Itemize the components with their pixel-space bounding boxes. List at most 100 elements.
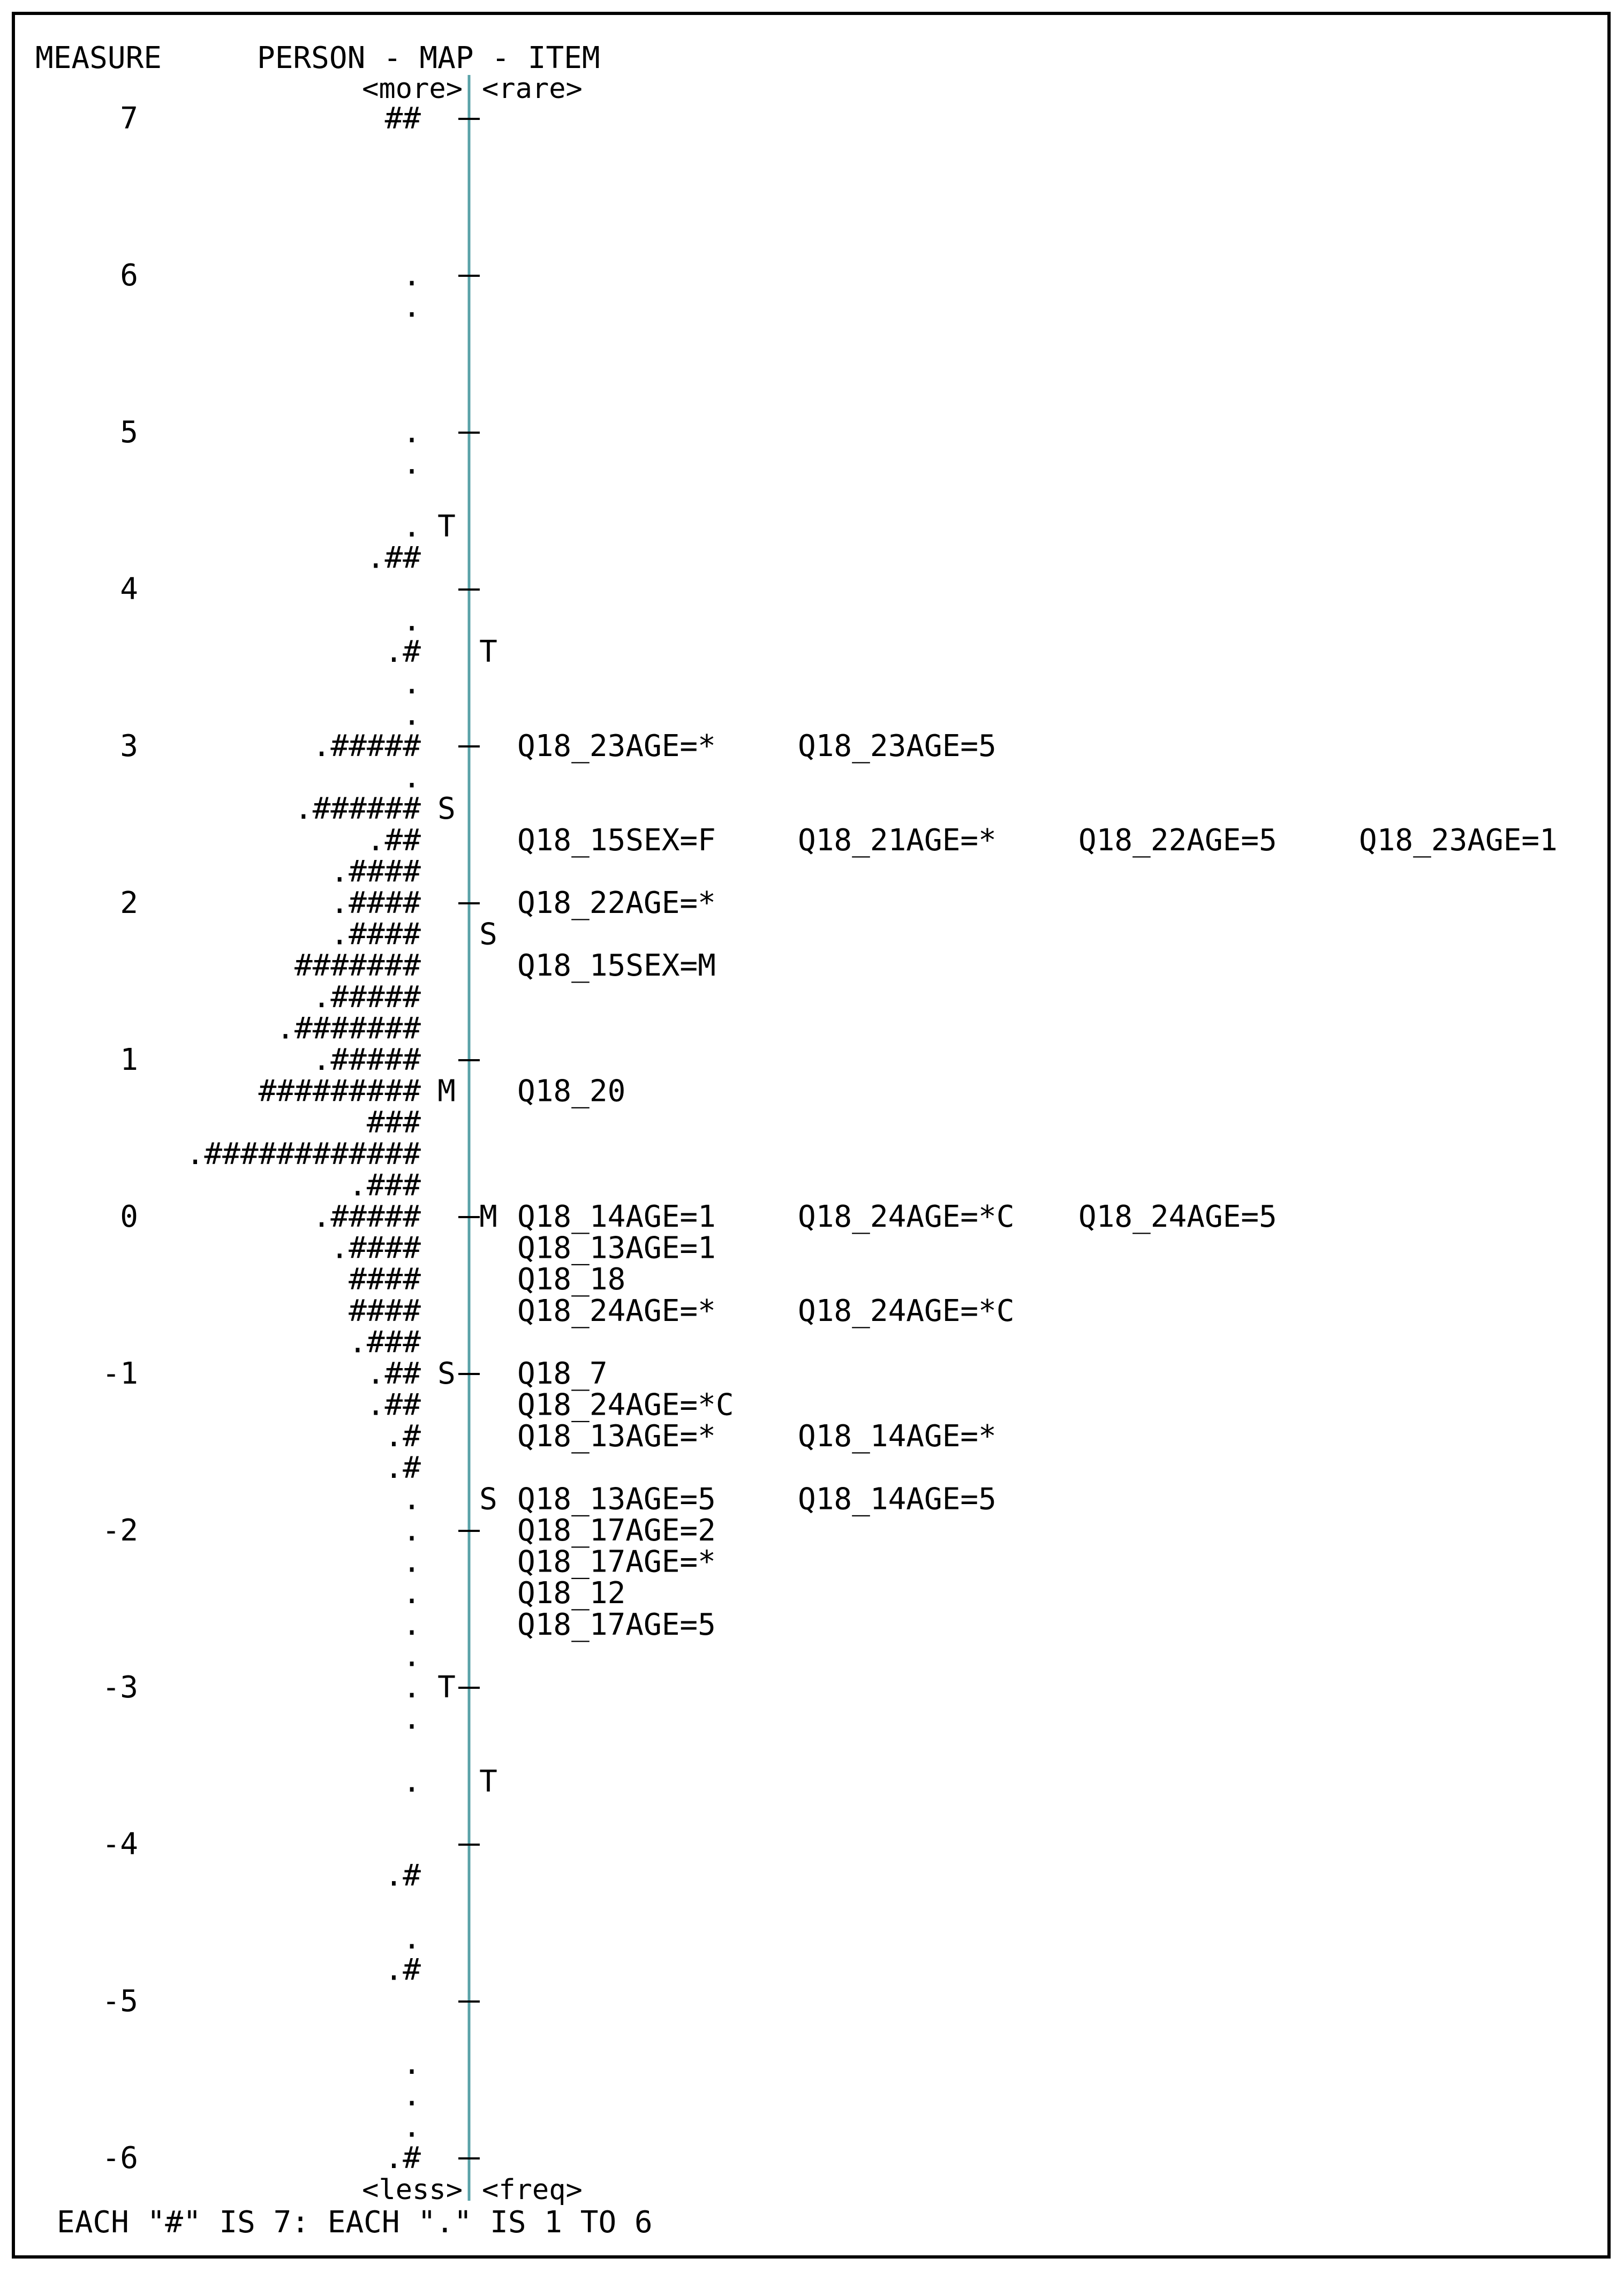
person-row: .##	[367, 540, 421, 575]
axis-tick-label: 3	[120, 729, 138, 764]
person-row: .	[403, 509, 421, 544]
axis-tick-label: -6	[102, 2141, 138, 2176]
item-label: Q18_24AGE=*	[517, 1294, 716, 1328]
person-row: .##	[367, 823, 421, 858]
chart-frame	[12, 12, 1611, 2259]
item-label: Q18_13AGE=*	[517, 1419, 716, 1454]
item-label: Q18_17AGE=2	[517, 1513, 716, 1548]
axis-tick-label: -5	[102, 1984, 138, 2019]
person-row: #########	[259, 1074, 421, 1109]
less-label: <less>	[362, 2174, 463, 2206]
item-label: Q18_7	[517, 1356, 608, 1391]
item-label: Q18_24AGE=*C	[517, 1388, 734, 1423]
item-label: Q18_22AGE=*	[517, 886, 716, 920]
person-row: .#####	[313, 980, 421, 1015]
axis-tick-label: -4	[102, 1827, 138, 1862]
person-row: .############	[186, 1137, 421, 1172]
item-label: Q18_22AGE=5	[1078, 823, 1277, 858]
item-label: Q18_13AGE=1	[517, 1231, 716, 1266]
person-row: .	[403, 1702, 421, 1736]
axis-tick-label: 5	[120, 415, 138, 450]
person-row: .####	[330, 917, 421, 952]
map-title: PERSON - MAP - ITEM	[257, 41, 600, 75]
item-marker: S	[479, 1482, 497, 1516]
person-row: .#	[385, 1859, 421, 1893]
rare-label: <rare>	[482, 73, 583, 105]
person-row: .	[403, 1670, 421, 1705]
person-row: .	[403, 1513, 421, 1548]
item-label: Q18_17AGE=*	[517, 1545, 716, 1580]
person-row: .	[403, 258, 421, 293]
person-row: .	[403, 1764, 421, 1799]
more-label: <more>	[362, 73, 463, 105]
item-label: Q18_14AGE=*	[798, 1419, 996, 1454]
person-row: .#####	[313, 1199, 421, 1234]
item-marker: T	[479, 635, 497, 669]
item-label: Q18_24AGE=5	[1078, 1199, 1277, 1234]
person-row: .	[403, 1482, 421, 1516]
item-label: Q18_15SEX=F	[517, 823, 716, 858]
item-label: Q18_23AGE=*	[517, 729, 716, 764]
person-row: .###	[349, 1325, 421, 1360]
person-marker: T	[437, 1670, 456, 1705]
axis-tick-label: 0	[120, 1199, 138, 1234]
item-label: Q18_17AGE=5	[517, 1607, 716, 1642]
person-row: ###	[367, 1105, 421, 1140]
person-row: .	[403, 1921, 421, 1956]
person-row: ####	[349, 1262, 421, 1297]
person-row: .#	[385, 1451, 421, 1485]
person-row: .####	[330, 1231, 421, 1266]
measure-header: MEASURE	[35, 41, 162, 75]
person-row: ####	[349, 1294, 421, 1328]
person-row: .#	[385, 2141, 421, 2176]
person-row: .	[403, 2109, 421, 2144]
item-label: Q18_20	[517, 1074, 625, 1109]
footer-legend: EACH "#" IS 7: EACH "." IS 1 TO 6	[57, 2205, 653, 2240]
person-row: .	[403, 603, 421, 638]
axis-tick-label: 1	[120, 1043, 138, 1077]
item-marker: T	[479, 1764, 497, 1799]
person-row: .#####	[313, 729, 421, 764]
item-label: Q18_23AGE=5	[798, 729, 996, 764]
axis-tick-label: -2	[102, 1513, 138, 1548]
axis-tick-label: 2	[120, 886, 138, 920]
item-label: Q18_24AGE=*C	[798, 1199, 1015, 1234]
item-label: Q18_15SEX=M	[517, 948, 716, 983]
item-label: Q18_24AGE=*C	[798, 1294, 1015, 1328]
freq-label: <freq>	[482, 2174, 583, 2206]
person-row: .#	[385, 635, 421, 669]
person-row: .	[403, 1638, 421, 1673]
item-marker: S	[479, 917, 497, 952]
person-row: .##	[367, 1356, 421, 1391]
person-row: .	[403, 2078, 421, 2113]
item-marker: M	[479, 1199, 497, 1234]
person-row: .	[403, 1576, 421, 1611]
axis-tick-label: 6	[120, 258, 138, 293]
person-row: .#	[385, 1419, 421, 1454]
person-marker: M	[437, 1074, 456, 1109]
person-row: .####	[330, 886, 421, 920]
person-row: .	[403, 697, 421, 732]
person-row: ##	[385, 101, 421, 136]
item-label: Q18_21AGE=*	[798, 823, 996, 858]
person-row: .#######	[276, 1011, 421, 1046]
person-row: .	[403, 447, 421, 481]
person-row: #######	[294, 948, 421, 983]
item-label: Q18_13AGE=5	[517, 1482, 716, 1516]
person-row: .####	[330, 854, 421, 889]
person-marker: S	[437, 1356, 456, 1391]
item-label: Q18_14AGE=5	[798, 1482, 996, 1516]
axis-tick-label: 7	[120, 101, 138, 136]
person-row: .	[403, 1607, 421, 1642]
person-row: .###	[349, 1168, 421, 1203]
axis-tick-label: -1	[102, 1356, 138, 1391]
person-row: .	[403, 1545, 421, 1580]
person-row: .######	[294, 791, 421, 826]
person-row: .	[403, 2047, 421, 2081]
person-marker: T	[437, 509, 456, 544]
item-label: Q18_23AGE=1	[1359, 823, 1558, 858]
person-marker: S	[437, 791, 456, 826]
item-label: Q18_18	[517, 1262, 625, 1297]
axis-tick-label: 4	[120, 572, 138, 607]
